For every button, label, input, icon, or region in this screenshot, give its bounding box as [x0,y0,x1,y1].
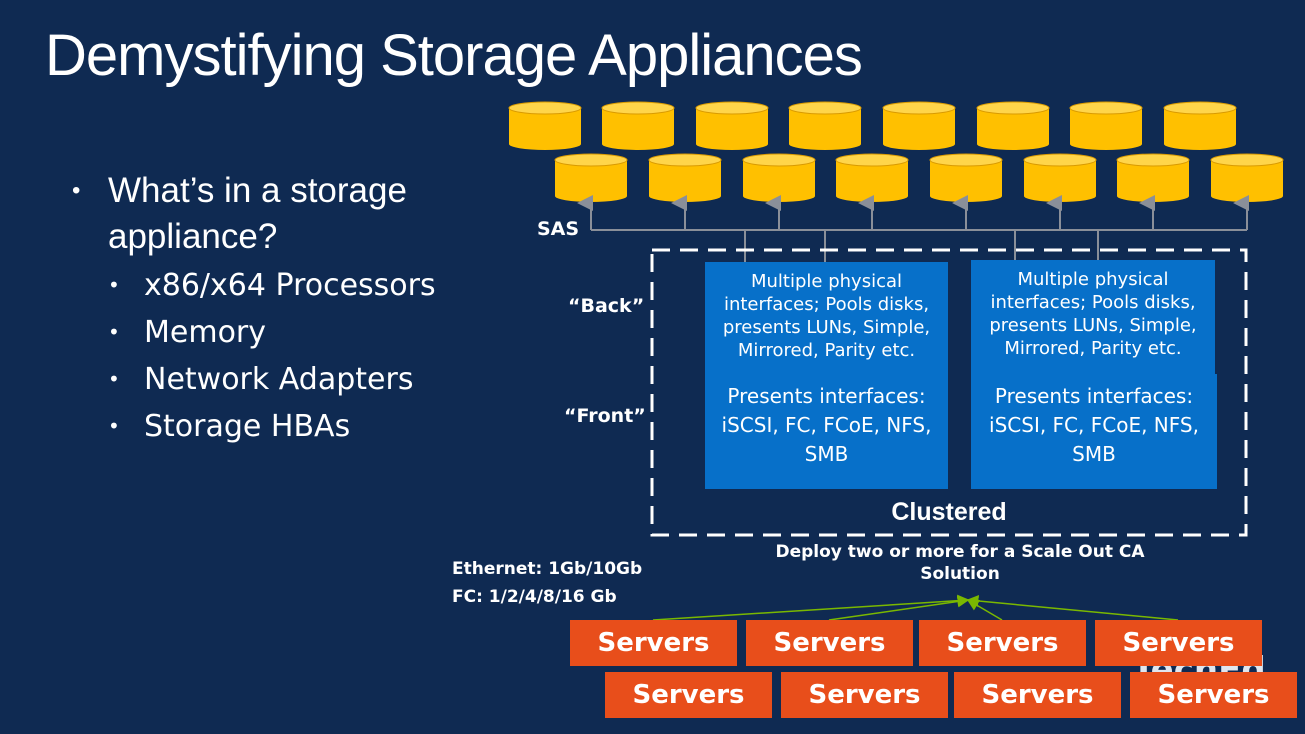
disk-icon [601,101,675,150]
disk-icon [976,101,1050,150]
disk-icon [1069,101,1143,150]
server-box: Servers [1130,672,1297,718]
slide-title: Demystifying Storage Appliances [45,23,863,88]
disk-icon [554,153,628,202]
disk-icon [648,153,722,202]
disk-icon [835,153,909,202]
server-box: Servers [954,672,1121,718]
server-box: Servers [746,620,913,666]
disk-icon [1210,153,1284,202]
disk-icon [1163,101,1237,150]
disk-icon [695,101,769,150]
server-box: Servers [919,620,1086,666]
sas-connections [577,195,1249,262]
sub-bullet-hbas: Storage HBAs [72,403,468,450]
ethernet-speed: Ethernet: 1Gb/10Gb [452,559,643,579]
fc-speed: FC: 1/2/4/8/16 Gb [452,587,617,607]
sub-bullet-list: x86/x64 Processors Memory Network Adapte… [72,262,468,450]
disk-icon [882,101,956,150]
sub-bullet-memory: Memory [72,309,468,356]
controller-2-back: Multiple physical interfaces; Pools disk… [971,260,1215,380]
front-label: “Front” [564,405,646,427]
clustered-label: Clustered [891,498,1007,526]
disk-icon [929,153,1003,202]
sub-bullet-processors: x86/x64 Processors [72,262,468,309]
back-label: “Back” [568,295,645,317]
bullet-list: What’s in a storage appliance? x86/x64 P… [72,168,468,450]
deploy-note: Deploy two or more for a Scale Out CA So… [775,542,1145,584]
disk-icon [742,153,816,202]
sas-label: SAS [537,218,580,240]
controller-1-back: Multiple physical interfaces; Pools disk… [705,262,948,380]
server-box: Servers [605,672,772,718]
server-box: Servers [1095,620,1262,666]
disk-array [508,101,1284,202]
disk-icon [788,101,862,150]
disk-icon [1023,153,1097,202]
cluster-boundary [650,248,1248,537]
sub-bullet-network: Network Adapters [72,356,468,403]
disk-icon [508,101,582,150]
server-arrows [652,594,1179,621]
server-box: Servers [570,620,737,666]
server-box: Servers [781,672,948,718]
disk-icon [1116,153,1190,202]
connectivity-note: Ethernet: 1Gb/10Gb FC: 1/2/4/8/16 Gb [452,555,642,611]
controller-1-front: Presents interfaces: iSCSI, FC, FCoE, NF… [705,374,948,489]
bullet-main: What’s in a storage appliance? [72,168,468,260]
controller-2-front: Presents interfaces: iSCSI, FC, FCoE, NF… [971,374,1217,489]
